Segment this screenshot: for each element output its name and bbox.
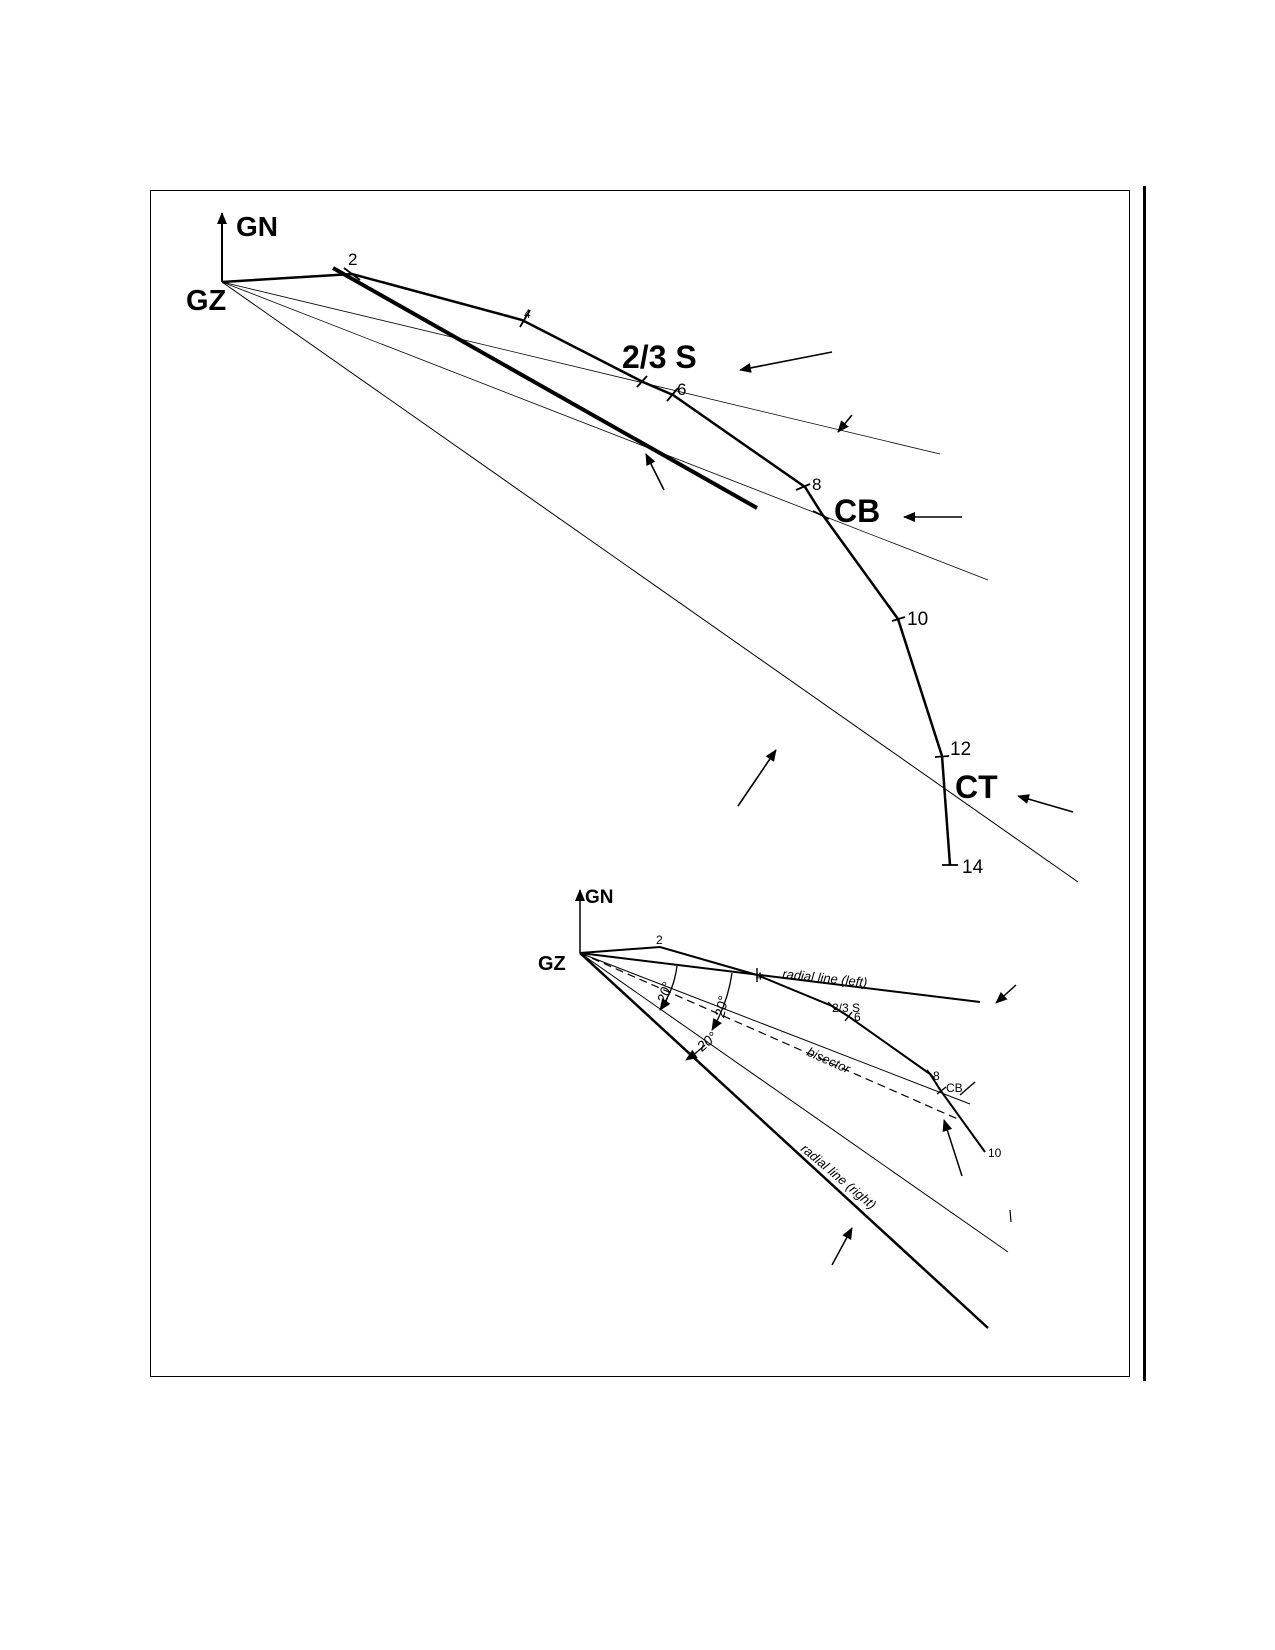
upper-radial-line-middle — [221, 281, 989, 581]
upper-heavy-line — [332, 266, 758, 510]
upper-arrow-ct — [1017, 794, 1074, 813]
lower-angle-3: 20° — [693, 1028, 721, 1055]
lower-pointer-arrows — [831, 984, 1017, 1266]
upper-mark-6: 6 — [677, 380, 686, 399]
lower-angle-1: 20° — [653, 979, 675, 1005]
lower-tick-marks — [756, 968, 976, 1096]
lower-stray-mark — [1009, 1209, 1012, 1223]
lower-mark-2: 2 — [656, 933, 663, 947]
lower-arrow-bisector — [942, 1119, 963, 1177]
lower-diagram: GN GZ 20° 20° 20° radial line (left) — [538, 887, 1017, 1329]
lower-mark-6: 6 — [854, 1010, 861, 1024]
lower-north-label: GN — [585, 887, 614, 908]
upper-origin-label: GZ — [186, 285, 226, 317]
upper-mark-12: 12 — [950, 739, 971, 760]
lower-radial-left-label: radial line (left) — [782, 966, 868, 990]
upper-mark-14: 14 — [962, 857, 984, 878]
lower-angle-2: 20° — [711, 994, 731, 1019]
lower-wind-path — [579, 945, 986, 1153]
lower-cb-label: CB — [946, 1081, 963, 1095]
upper-ct-label: CT — [955, 769, 998, 805]
lower-radial-right-label: radial line (right) — [798, 1141, 879, 1212]
lower-radial-line-right — [579, 952, 989, 1329]
upper-arrow-two-thirds — [739, 351, 833, 373]
lower-mark-8: 8 — [933, 1069, 940, 1083]
upper-arrow-lower-radial — [737, 749, 777, 807]
upper-tick-marks — [343, 267, 958, 866]
lower-radial-line-left — [579, 952, 981, 1003]
lower-mark-4: 4 — [756, 971, 762, 983]
upper-radial-line-lower — [221, 281, 1079, 883]
upper-cb-label: CB — [834, 493, 880, 529]
upper-mark-8: 8 — [812, 475, 821, 494]
upper-north-label: GN — [236, 211, 278, 242]
upper-diagram: GN GZ 2 4 6 8 10 12 14 2/3 S — [186, 211, 1079, 883]
lower-origin-label: GZ — [538, 953, 566, 975]
upper-radial-line-upper — [221, 281, 941, 455]
lower-bisector — [579, 952, 961, 1121]
lower-radial-line-outer — [579, 952, 1009, 1253]
upper-pointer-arrows — [645, 351, 1074, 813]
upper-mark-10: 10 — [907, 609, 928, 630]
lower-arrow-radial-left — [995, 984, 1017, 1004]
lower-arrow-radial-right — [831, 1227, 853, 1266]
upper-wind-path — [221, 272, 952, 866]
lower-radial-line-mid — [579, 952, 971, 1105]
right-margin-rule — [1143, 186, 1146, 1381]
lower-two-thirds-label: 2/3 S — [832, 1001, 860, 1015]
upper-arrow-heavy-line — [645, 453, 665, 491]
upper-two-thirds-label: 2/3 S — [622, 339, 697, 375]
diagram-frame — [150, 190, 1130, 1377]
upper-mark-4: 4 — [524, 307, 531, 321]
lower-mark-10: 10 — [988, 1146, 1002, 1160]
lower-angle-arcs — [659, 965, 733, 1061]
upper-arrow-radial — [837, 414, 853, 433]
upper-mark-2: 2 — [348, 250, 357, 269]
